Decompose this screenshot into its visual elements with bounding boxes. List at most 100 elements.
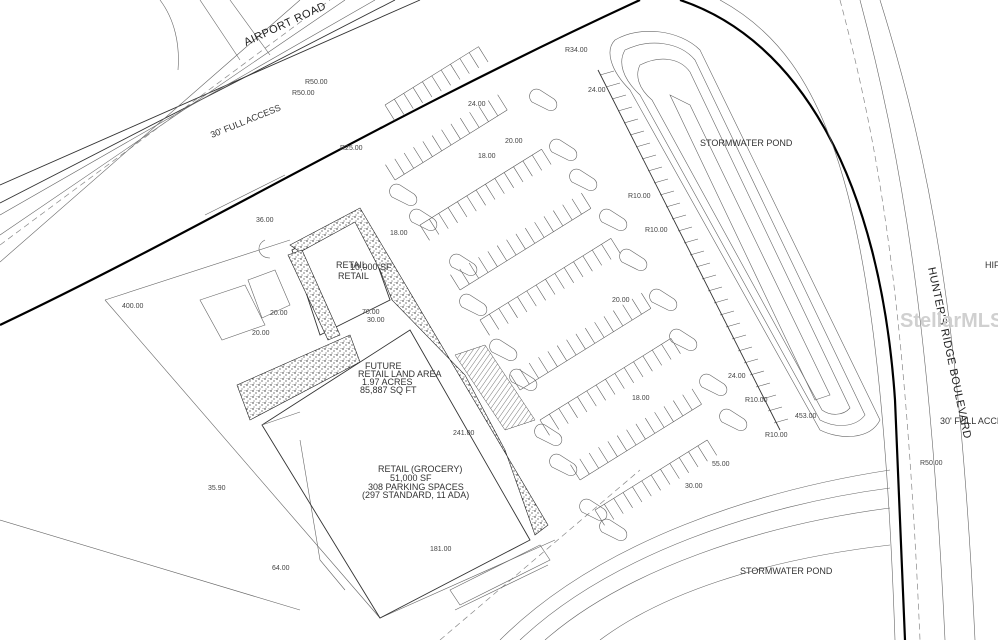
- parking-stall-line: [459, 268, 470, 285]
- parking-island: [449, 253, 478, 276]
- parking-stall-line: [570, 464, 581, 481]
- parking-stall-line: [688, 451, 699, 468]
- parking-stall-line: [661, 344, 672, 360]
- parking-stall-line: [632, 486, 643, 503]
- parking-stall-line: [543, 216, 554, 232]
- parking-island: [529, 88, 558, 111]
- dim-r10-a: R10.00: [628, 193, 651, 200]
- dim-241: 241.00: [453, 430, 475, 437]
- parking-stall-line: [581, 192, 592, 209]
- parking-stall-line: [558, 408, 569, 424]
- retail-main-sf: 51,000 SF: [390, 473, 432, 483]
- parking-stall-line: [683, 238, 699, 244]
- parking-stall-line: [641, 480, 652, 497]
- dim-r34: R34.00: [565, 47, 588, 54]
- parking-stall-line: [413, 147, 424, 163]
- parking-stall-line: [610, 238, 621, 254]
- hunters-ridge-corridor: [719, 0, 976, 640]
- dim-r50-c: R50.00: [920, 460, 943, 467]
- parking-stall-line: [691, 388, 702, 405]
- parking-island: [509, 368, 538, 391]
- retail-main-ratio: (297 STANDARD, 11 ADA): [362, 490, 469, 500]
- parking-island: [389, 183, 418, 206]
- parking-stall-line: [631, 298, 642, 315]
- parking-stall-line: [438, 213, 449, 229]
- parking-stall-line: [526, 290, 537, 307]
- dim-181: 181.00: [430, 546, 452, 553]
- parking-island: [719, 408, 748, 431]
- parking-stall-line: [469, 112, 480, 128]
- parking-stall-line: [531, 154, 542, 171]
- parking-stall-line: [707, 286, 723, 292]
- parking-row-line: [419, 148, 542, 226]
- parking-stall-line: [567, 402, 578, 418]
- dim-r10-d: R10.00: [765, 432, 788, 439]
- parking-stall-line: [605, 82, 621, 88]
- parking-stall-line: [616, 435, 627, 451]
- parking-stall-line: [737, 346, 753, 352]
- parking-stall-line: [457, 201, 468, 218]
- parking-stall-line: [498, 308, 509, 324]
- parking-stall-line: [460, 117, 471, 134]
- parking-stall-line: [603, 316, 614, 332]
- parking-stall-line: [539, 419, 550, 436]
- watermark: StellarMLS: [900, 310, 998, 332]
- parking-stall-line: [503, 172, 514, 188]
- dim-r50-b: R50.00: [292, 90, 315, 97]
- parking-stall-line: [441, 129, 452, 146]
- parking-stall-line: [670, 338, 681, 354]
- parking-stall-line: [517, 296, 528, 313]
- future-line2: 1.97 ACRES: [362, 377, 413, 387]
- hif-label: HIF: [985, 260, 998, 270]
- parking-stall-line: [475, 189, 486, 206]
- parking-stall-line: [595, 384, 606, 401]
- parking-stall-line: [422, 141, 433, 157]
- dim-453: 453.00: [795, 413, 817, 420]
- dim-20-c: 20.00: [252, 330, 270, 337]
- parking-east-edge: [597, 69, 781, 431]
- parking-stall-line: [528, 362, 539, 379]
- parking-stall-line: [447, 207, 458, 223]
- parking-stall-line: [629, 130, 645, 136]
- dim-70: 70.00: [362, 309, 380, 316]
- retail-main-spaces: 308 PARKING SPACES: [368, 482, 464, 492]
- parking-stall-line: [556, 345, 567, 361]
- parking-stall-line: [403, 93, 414, 109]
- parking-stall-line: [633, 361, 644, 378]
- parking-stall-line: [697, 445, 708, 462]
- landscape-buffers: [236, 207, 549, 536]
- parking-stall-line: [384, 104, 395, 121]
- parking-stall-line: [571, 198, 582, 215]
- dim-20-d: 20.00: [270, 310, 288, 317]
- dim-18-c: 18.00: [390, 230, 408, 237]
- parking-stall-line: [701, 274, 717, 280]
- parking-stall-line: [403, 152, 414, 169]
- parking-stall-line: [601, 244, 612, 260]
- parking-island: [649, 288, 678, 311]
- parking-stall-line: [468, 262, 479, 279]
- parking-stall-line: [385, 164, 396, 181]
- airport-road-corridor: [0, 0, 421, 263]
- parking-island: [534, 423, 563, 446]
- parking-bottom-area: [449, 544, 551, 611]
- parking-stall-line: [496, 245, 507, 261]
- dim-400: 400.00: [122, 303, 144, 310]
- parking-stall-line: [510, 374, 521, 391]
- parking-stall-line: [534, 222, 545, 238]
- retail-small-sf: 10,000 SF: [350, 262, 392, 272]
- parking-stall-line: [671, 214, 687, 220]
- dim-r50-a: R50.00: [305, 79, 328, 86]
- parking-stall-line: [478, 106, 489, 122]
- parking-island: [619, 248, 648, 271]
- parking-stall-line: [497, 94, 508, 111]
- parking-island: [489, 338, 518, 361]
- parking-stall-line: [695, 262, 711, 268]
- parking-stall-line: [594, 322, 605, 338]
- parking-stall-line: [485, 184, 496, 200]
- dim-35-9: 35.90: [208, 485, 226, 492]
- parking-stall-line: [545, 279, 556, 295]
- parking-stall-line: [525, 227, 536, 244]
- parking-stall-line: [412, 87, 423, 103]
- parking-stall-line: [459, 58, 470, 74]
- dim-30-b: 30.00: [685, 483, 703, 490]
